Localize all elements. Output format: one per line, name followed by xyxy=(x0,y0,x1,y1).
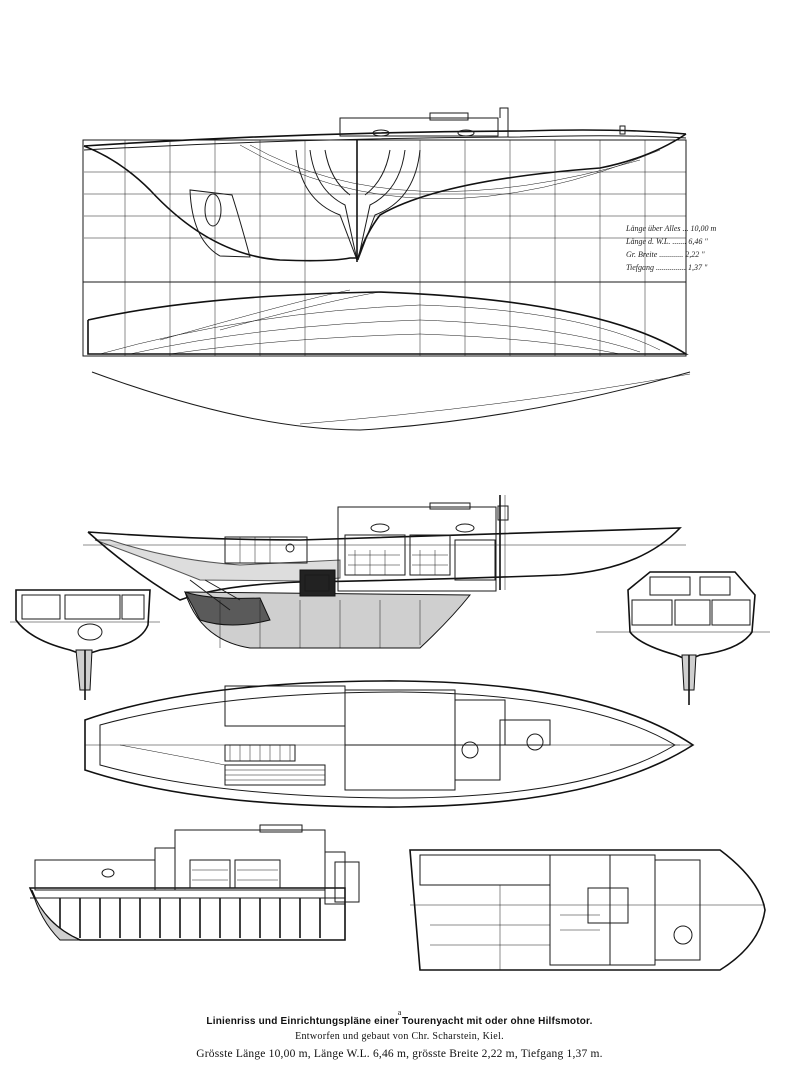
dimension-table: Länge über Alles ... 10,00 m Länge d. W.… xyxy=(626,222,746,274)
plate-marker: a xyxy=(397,1008,402,1017)
plate-title: Linienriss und Einrichtungspläne einer T… xyxy=(206,1016,593,1027)
floor-grating xyxy=(224,744,326,786)
body-plan-sections xyxy=(295,140,421,262)
deck-curve xyxy=(91,371,691,431)
half-breadth-plan xyxy=(82,281,689,357)
plate-credit: Entworfen und gebaut von Chr. Scharstein… xyxy=(295,1031,504,1042)
station-lines xyxy=(124,140,646,356)
cabin-plan xyxy=(409,849,766,971)
longitudinal-section xyxy=(28,824,360,941)
section-left xyxy=(10,589,160,700)
dimension-row: Länge d. W.L. ....... 6,46 " xyxy=(626,237,708,246)
plate-caption: a Linienriss und Einrichtungspläne einer… xyxy=(0,1008,799,1061)
plate-dimensions: Grösste Länge 10,00 m, Länge W.L. 6,46 m… xyxy=(196,1048,603,1060)
dimension-row: Länge über Alles ... 10,00 m xyxy=(626,224,717,233)
dimension-row: Gr. Breite ............ 2,22 " xyxy=(626,250,705,259)
frames xyxy=(59,898,321,938)
section-right xyxy=(596,571,770,705)
accommodation-plan xyxy=(84,680,695,808)
interior-profile xyxy=(83,495,686,649)
lattice-panel xyxy=(348,550,448,575)
dimension-row: Tiefgang ............... 1,37 " xyxy=(626,263,708,272)
